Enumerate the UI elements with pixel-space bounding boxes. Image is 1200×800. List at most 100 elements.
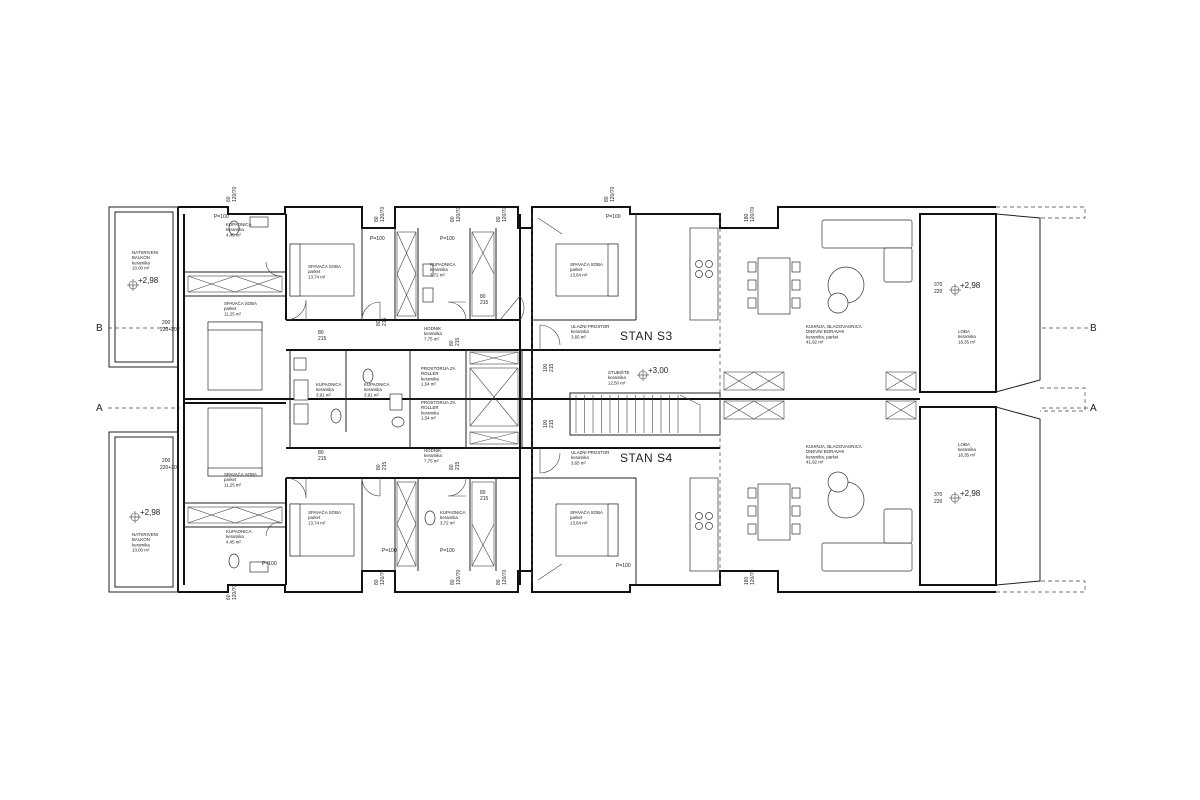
room-label-line: keramika <box>571 455 589 460</box>
section-a-right: A <box>1090 403 1097 414</box>
room-label-line: 13,64 m² <box>570 520 588 525</box>
room-label-line: PROSTORIJA ZA <box>421 366 456 371</box>
dimension-label: 60 <box>226 594 232 600</box>
dimension-label: 100 <box>543 363 549 372</box>
room-label-line: keramika <box>132 260 150 265</box>
shaft-markers <box>187 231 917 567</box>
level-marker: +2,98 <box>949 489 981 504</box>
dimension-label: P=100 <box>440 548 455 554</box>
room-label-line: keramika <box>421 410 439 415</box>
room-label-line: 11,25 m² <box>224 482 242 487</box>
room-label-line: KUPAONICA <box>316 382 342 387</box>
room-label-line: SPAVAĆA SOBA <box>570 262 603 267</box>
dimension-label: 215 <box>382 461 388 470</box>
room-label-line: keramika <box>608 375 626 380</box>
level-marker: +3,00 <box>637 366 669 381</box>
dimension-label: 180 <box>744 213 750 222</box>
room-label-line: keramika <box>132 542 150 547</box>
room-label-line: HODNIK <box>424 448 441 453</box>
room-label-line: ROLLER <box>421 371 439 376</box>
room-label-line: SPAVAĆA SOBA <box>308 264 341 269</box>
dimension-label: 215 <box>480 496 489 502</box>
dimension-label: 120/70 <box>232 584 238 600</box>
dimension-label: 220+20 <box>160 327 177 333</box>
room-label-line: keramika <box>364 387 382 392</box>
room-label-line: keramika <box>424 453 442 458</box>
dimension-label: 370 <box>934 282 943 288</box>
room-label-line: 41,92 m² <box>806 460 824 465</box>
room-label-line: 13,74 m² <box>308 274 326 279</box>
door-swings <box>265 217 563 581</box>
room-label-line: keramika <box>430 267 448 272</box>
dimension-label: 80 <box>480 490 486 496</box>
room-label-line: SPAVAĆA SOBA <box>224 472 257 477</box>
room-label-line: KUPAONICA <box>226 222 252 227</box>
room-label-line: KUPAONICA <box>226 529 252 534</box>
dimension-label: 120/70 <box>610 186 616 202</box>
room-label-line: BALKON <box>132 537 150 542</box>
room-label-line: KUPAONICA <box>364 382 390 387</box>
level-marker: +2,98 <box>949 281 981 296</box>
room-label-line: LOĐA <box>958 329 970 334</box>
room-label-line: parket <box>570 515 583 520</box>
dimension-label: P=100 <box>616 563 631 569</box>
dimension-label: 100 <box>543 419 549 428</box>
room-label-line: KUHINJA, BLAGOVAONICA <box>806 324 862 329</box>
room-label-line: 1,54 m² <box>421 382 436 387</box>
dimension-label: 80 <box>450 216 456 222</box>
room-label-line: 18,35 m² <box>958 452 976 457</box>
room-label-line: 18,35 m² <box>958 339 976 344</box>
room-label-line: 7,75 m² <box>424 336 439 341</box>
furniture <box>207 216 913 573</box>
room-label-line: NATKRIVENI <box>132 250 158 255</box>
dimension-label: P=100 <box>370 236 385 242</box>
dimension-label: 80 <box>376 320 382 326</box>
dimension-label: 180 <box>744 576 750 585</box>
dimension-label: 120/70 <box>456 206 462 222</box>
dimension-label: P=100 <box>214 214 229 220</box>
dimension-label: P=100 <box>440 236 455 242</box>
section-a-left: A <box>96 403 103 414</box>
dimension-label: 200 <box>162 320 171 326</box>
dimension-label: 80 <box>449 340 455 346</box>
room-label-line: SPAVAĆA SOBA <box>570 510 603 515</box>
dimension-label: 120/70 <box>502 569 508 585</box>
dimension-label: 220+20 <box>160 465 177 471</box>
room-label-line: STUBIŠTE <box>608 370 630 375</box>
dimension-label: 80 <box>318 330 324 336</box>
dimension-label: 120/70 <box>380 569 386 585</box>
section-lines: B B A A <box>96 323 1097 414</box>
room-label-line: LOĐA <box>958 442 970 447</box>
room-label-line: PROSTORIJA ZA <box>421 400 456 405</box>
section-b-left: B <box>96 323 103 334</box>
room-label-line: 3,72 m² <box>430 272 445 277</box>
room-label-line: keramika <box>424 331 442 336</box>
room-label-line: keramika <box>440 515 458 520</box>
dimension-label: P=100 <box>606 214 621 220</box>
dimension-label: 120/70 <box>502 206 508 222</box>
dimension-label: P=100 <box>382 548 397 554</box>
room-label-line: 4,45 m² <box>226 539 241 544</box>
room-label-line: 3,65 m² <box>571 460 586 465</box>
room-label-line: keramika, parket <box>806 334 839 339</box>
room-label-line: parket <box>308 269 321 274</box>
dimension-label: P=100 <box>262 561 277 567</box>
dimension-label: 215 <box>318 456 327 462</box>
room-label-line: 7,75 m² <box>424 458 439 463</box>
level-value: +3,00 <box>648 366 669 375</box>
